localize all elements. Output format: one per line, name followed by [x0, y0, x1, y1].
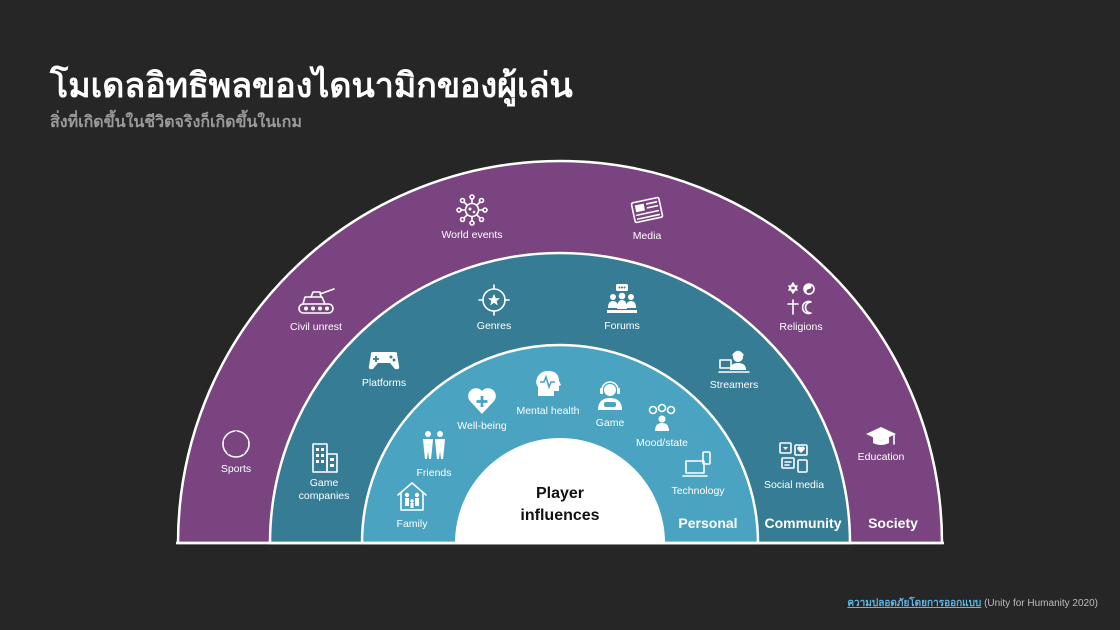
star-target-icon	[478, 284, 510, 316]
svg-text:Sports: Sports	[221, 463, 251, 475]
center-label-line1: Player	[536, 485, 584, 502]
graduation-cap-icon	[866, 427, 896, 445]
svg-text:Technology: Technology	[671, 485, 725, 497]
citation-link[interactable]: ความปลอดภัยโดยการออกแบบ	[847, 598, 982, 609]
community-item-genres: Genres	[477, 284, 511, 332]
society-item-media: Media	[630, 196, 664, 242]
personal-item-game: Game	[596, 381, 625, 429]
virus-icon	[456, 194, 488, 226]
society-item-world-events: World events	[441, 194, 503, 241]
community-item-social-media: Social media	[764, 442, 824, 491]
head-pulse-icon	[536, 370, 561, 396]
svg-text:World events: World events	[441, 229, 502, 241]
center-label-line2: influences	[520, 507, 599, 524]
religious-symbols-icon	[787, 282, 815, 315]
svg-text:Religions: Religions	[779, 321, 822, 333]
gamer-headset-icon	[598, 381, 622, 410]
building-icon	[312, 443, 338, 473]
svg-text:Well-being: Well-being	[457, 420, 507, 432]
svg-text:Mood/state: Mood/state	[636, 437, 688, 449]
svg-text:Civil unrest: Civil unrest	[290, 321, 342, 333]
svg-text:Streamers: Streamers	[710, 379, 758, 391]
community-item-streamers: Streamers	[710, 350, 758, 391]
newspaper-icon	[630, 196, 664, 224]
heart-plus-icon	[468, 388, 496, 414]
svg-text:Social media: Social media	[764, 479, 824, 491]
community-item-forums: Forums	[604, 284, 640, 332]
community-item-game-companies: Game companies	[299, 443, 350, 502]
personal-item-technology: Technology	[671, 451, 725, 497]
forum-group-icon	[607, 284, 637, 313]
personal-ring-title: Personal	[678, 515, 737, 531]
personal-item-mood-state: Mood/state	[636, 403, 688, 449]
center-circle	[455, 438, 665, 543]
society-item-education: Education	[858, 427, 905, 463]
society-ring-title: Society	[868, 515, 918, 531]
mood-faces-icon	[648, 403, 676, 431]
society-item-sports: Sports	[221, 430, 251, 475]
svg-text:Media: Media	[633, 230, 662, 242]
personal-item-mental-health: Mental health	[516, 370, 580, 417]
personal-item-family: Family	[397, 482, 429, 530]
personal-item-friends: Friends	[416, 431, 452, 479]
personal-item-well-being: Well-being	[457, 388, 507, 432]
svg-text:Education: Education	[858, 451, 905, 463]
citation-source: (Unity for Humanity 2020)	[984, 598, 1098, 609]
svg-text:Family: Family	[397, 518, 429, 530]
friends-icon	[423, 431, 445, 459]
page-subtitle: สิ่งที่เกิดขึ้นในชีวิตจริงก็เกิดขึ้นในเก…	[50, 112, 302, 131]
society-item-religions: Religions	[779, 282, 823, 333]
social-media-icon	[779, 442, 808, 473]
community-ring-title: Community	[765, 515, 842, 531]
svg-text:Forums: Forums	[604, 320, 640, 332]
svg-text:Platforms: Platforms	[362, 377, 406, 389]
tank-icon	[298, 288, 335, 314]
svg-text:Mental health: Mental health	[516, 405, 579, 417]
streamer-icon	[718, 350, 750, 373]
svg-text:companies: companies	[299, 490, 350, 502]
gamepad-icon	[368, 352, 400, 370]
svg-text:Friends: Friends	[416, 467, 451, 479]
svg-text:Genres: Genres	[477, 320, 511, 332]
citation: ความปลอดภัยโดยการออกแบบ (Unity for Human…	[847, 596, 1098, 611]
family-house-icon	[397, 482, 427, 511]
page-title: โมเดลอิทธิพลของไดนามิกของผู้เล่น	[50, 66, 573, 106]
society-item-civil-unrest: Civil unrest	[290, 288, 342, 333]
community-item-platforms: Platforms	[362, 352, 406, 389]
svg-text:Game: Game	[596, 417, 625, 429]
svg-text:Game: Game	[310, 477, 339, 489]
soccer-ball-icon	[222, 430, 250, 458]
laptop-phone-icon	[682, 451, 711, 477]
